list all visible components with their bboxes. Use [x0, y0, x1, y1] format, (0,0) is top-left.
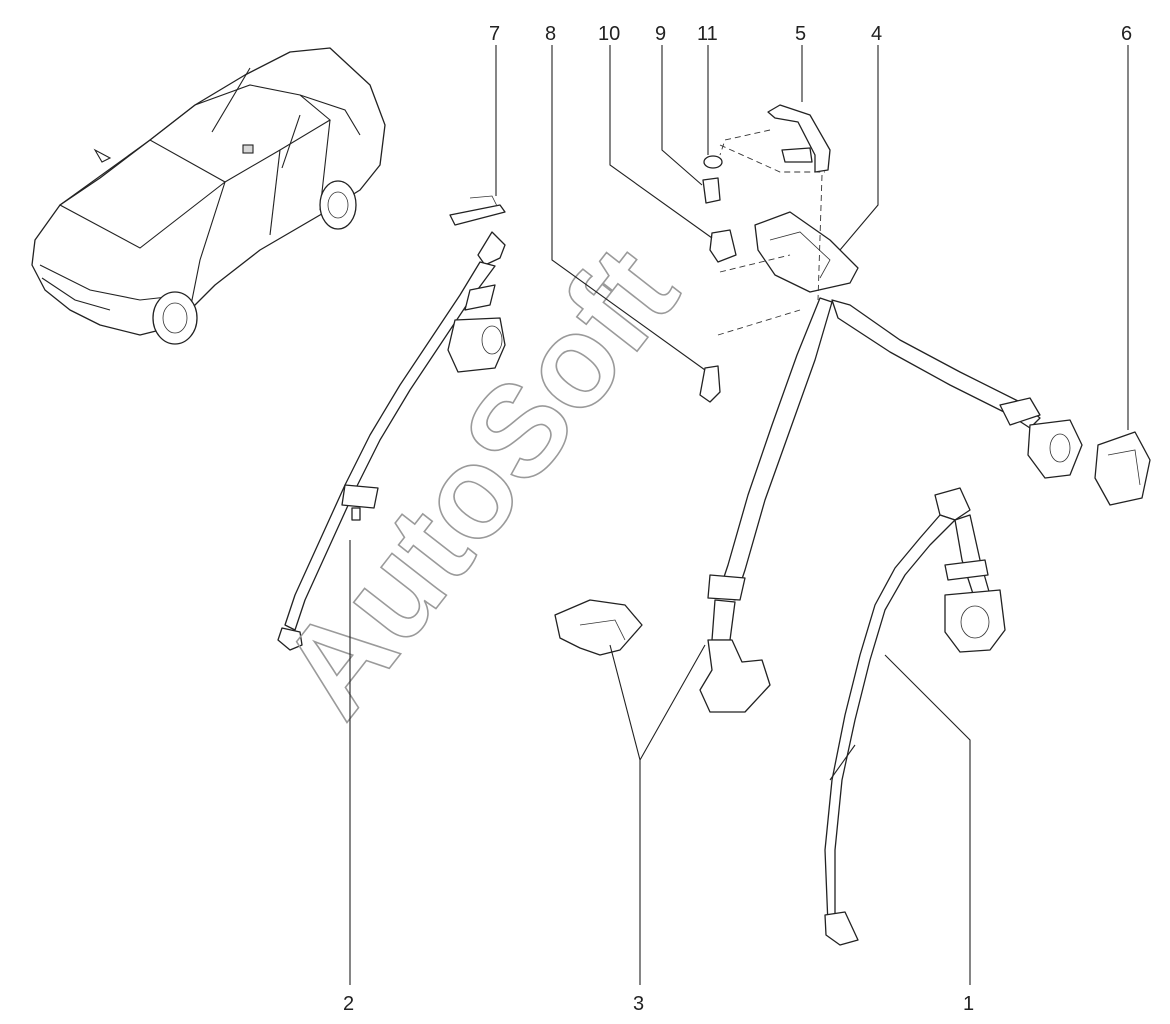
- callout-6: 6: [1121, 23, 1132, 45]
- leader-1: [884, 654, 971, 985]
- car-overview: [31, 47, 386, 345]
- callout-10: 10: [598, 23, 620, 45]
- callout-7: 7: [489, 23, 500, 45]
- leader-4: [839, 45, 879, 251]
- right-shoulder-belt: [831, 299, 1083, 479]
- part-5-bracket: [719, 104, 831, 173]
- callout-8: 8: [545, 23, 556, 45]
- callout-2: 2: [343, 993, 354, 1015]
- callout-3: 3: [633, 993, 644, 1015]
- leader-10: [609, 45, 713, 239]
- callout-5: 5: [795, 23, 806, 45]
- fasteners: [699, 155, 737, 403]
- leader-3: [609, 644, 706, 985]
- part-6-trim: [1094, 431, 1151, 506]
- part-1-rear-outer-belt: [824, 487, 1006, 946]
- callout-1: 1: [963, 993, 974, 1015]
- part-2-front-belt: [277, 231, 506, 651]
- part-4-pillar-cover: [717, 174, 859, 336]
- leader-8: [551, 45, 706, 371]
- leader-9: [661, 45, 703, 186]
- leader-lines: [349, 45, 1129, 985]
- part-10-nut: [709, 229, 737, 263]
- part-11-washer: [703, 155, 723, 169]
- callout-9: 9: [655, 23, 666, 45]
- part-7-anchor-cover: [449, 195, 506, 226]
- callout-4: 4: [871, 23, 882, 45]
- callout-labels: 1 2 3 4 5 6 7 8 9 10 11: [343, 23, 1132, 1015]
- part-9-bolt: [702, 177, 721, 204]
- part-3-rear-center-belt: [554, 297, 833, 713]
- part-8-bolt: [699, 365, 721, 403]
- callout-11: 11: [697, 23, 718, 45]
